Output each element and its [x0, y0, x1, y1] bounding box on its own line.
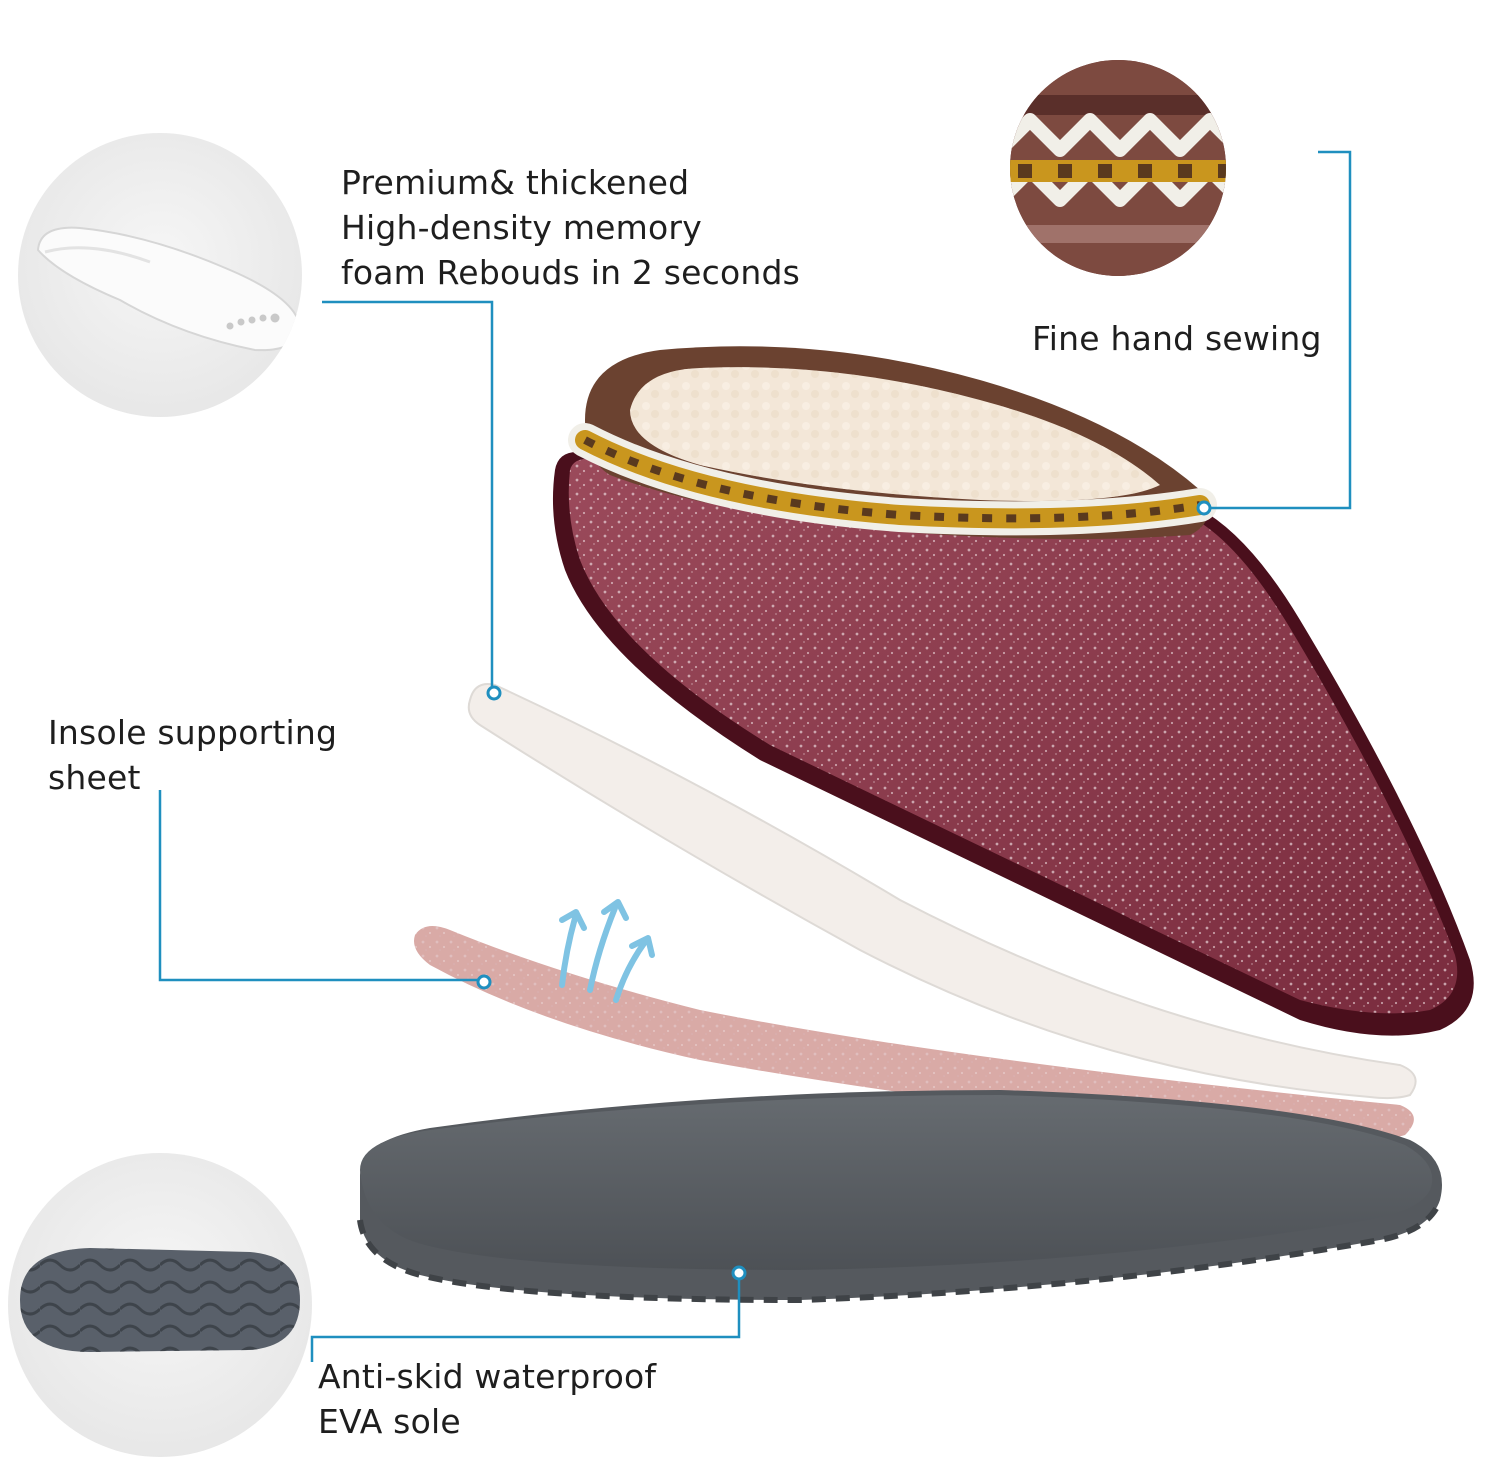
leader-line-eva-sole [310, 1273, 741, 1362]
hand-sewing-label-line: Fine hand sewing [1032, 319, 1322, 358]
slipper-upper [552, 346, 1474, 1036]
leader-line-memory-foam [322, 300, 494, 693]
insole-sheet-label: Insole supporting sheet [48, 710, 337, 800]
insole-sheet-label-line: sheet [48, 758, 141, 797]
eva-sole-label-line: EVA sole [318, 1402, 461, 1441]
insole-support-sheet [414, 926, 1414, 1139]
leader-lines [158, 150, 1352, 1362]
hand-sewing-label: Fine hand sewing [1032, 316, 1322, 361]
memory-foam-label-line: foam Rebouds in 2 seconds [341, 253, 801, 292]
eva-sole [357, 1090, 1443, 1304]
sole-tread-pattern-icon [8, 1153, 312, 1457]
memory-foam-label-line: Premium& thickened [341, 163, 690, 202]
memory-foam-layer [467, 683, 1417, 1100]
memory-foam-insole-icon [18, 133, 302, 417]
leader-line-hand-sewing [1204, 150, 1352, 510]
leader-line-insole-sheet [158, 790, 484, 982]
eva-sole-label: Anti-skid waterproof EVA sole [318, 1354, 656, 1444]
eva-sole-label-line: Anti-skid waterproof [318, 1357, 657, 1396]
memory-foam-label: Premium& thickened High-density memory f… [341, 160, 800, 295]
insole-sheet-label-line: Insole supporting [48, 713, 338, 752]
leader-dots [476, 500, 1212, 1281]
memory-foam-label-line: High-density memory [341, 208, 702, 247]
breathable-arrows-icon [559, 899, 655, 1003]
stitching-closeup-icon [1010, 60, 1226, 276]
